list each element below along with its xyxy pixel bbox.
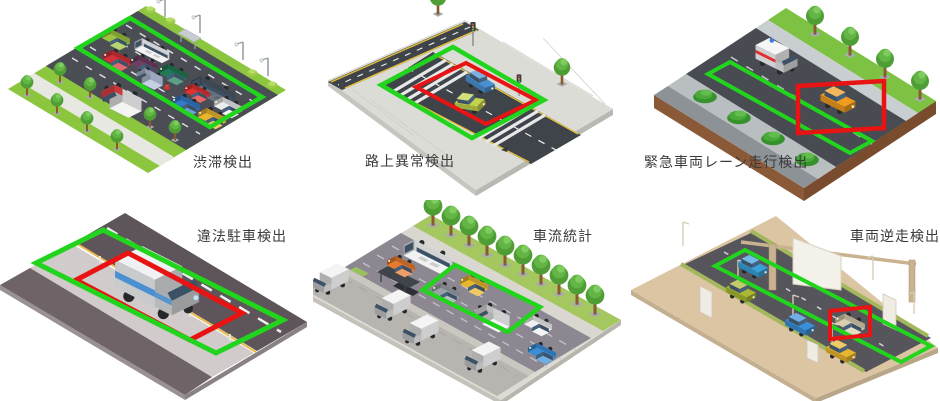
caption-congestion-detection: 渋滞検出 [193, 154, 253, 170]
caption-wrong-way-detection: 車両逆走検出 [850, 228, 940, 244]
detection-box-red [411, 60, 541, 127]
plate-edge [313, 296, 501, 401]
sidewalk-strip [401, 226, 603, 338]
caption-illegal-parking-detection: 違法駐車検出 [197, 228, 287, 244]
plate-edge [816, 348, 938, 401]
caption-emergency-lane-detection: 緊急車両レーン走行検出 [644, 154, 809, 170]
earth-edge [804, 101, 936, 201]
wrong-way-illustration [631, 216, 938, 401]
congestion-illustration [8, 0, 286, 173]
plate-edge [185, 322, 307, 400]
grass-patch [350, 267, 369, 277]
bus-shelter [377, 266, 420, 296]
detection-zone-green [418, 262, 545, 335]
caption-road-anomaly-detection: 路上異常検出 [365, 153, 455, 169]
emergency-lane-illustration [654, 5, 936, 201]
detection-zone-green [30, 227, 289, 356]
bus-shelter [177, 28, 202, 49]
earth-edge [654, 95, 804, 201]
traffic-flow-illustration [313, 200, 621, 401]
sign-gantry [740, 237, 917, 303]
pavement-seams [352, 37, 606, 161]
detection-zone-green [376, 44, 549, 141]
crosswalk [393, 58, 468, 105]
overhead-sign [792, 237, 842, 291]
plate-edge [631, 290, 816, 401]
lower-shoulder [0, 268, 212, 395]
lower-edge [654, 86, 818, 188]
illegal-parking-illustration [0, 213, 307, 400]
caption-traffic-flow-statistics: 車流統計 [533, 228, 593, 244]
street-tree [429, 0, 447, 17]
road-arrow [501, 146, 509, 152]
cross-street [328, 22, 479, 90]
detection-box-red [828, 304, 872, 342]
road-anomaly-illustration [328, 0, 613, 196]
detection-box-red [795, 78, 887, 136]
plate-edge [0, 285, 185, 400]
plate-edge [501, 320, 621, 401]
sidewalk-strip [756, 20, 918, 121]
tile-emergency-lane-detection [626, 0, 940, 201]
detection-zone-green [73, 15, 267, 130]
tile-traffic-flow-statistics [313, 200, 627, 401]
tile-illegal-parking-detection [0, 200, 314, 401]
detection-zone-green [703, 59, 877, 156]
tile-road-anomaly-detection [313, 0, 627, 201]
tile-congestion-detection [0, 0, 314, 201]
tile-wrong-way-detection [626, 200, 940, 401]
plate-edge [328, 80, 476, 196]
